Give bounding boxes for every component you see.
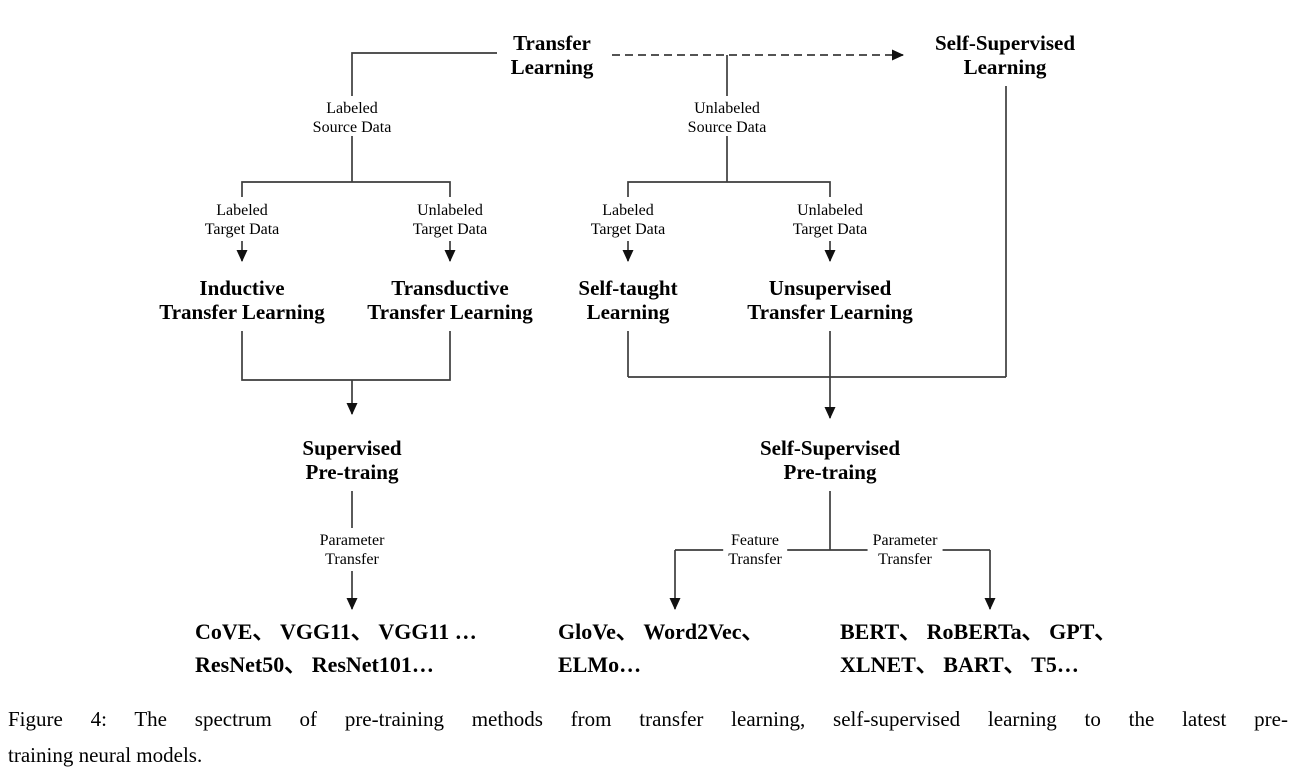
edge-left-merge-bar	[241, 331, 451, 381]
node-supervised-pretraining: Supervised Pre-traing	[302, 436, 402, 484]
node-self-taught-learning: Self-taught Learning	[578, 276, 678, 324]
node-self-supervised-pretraining: Self-Supervised Pre-traing	[759, 436, 901, 484]
label-labeled-target-data-left: Labeled Target Data	[204, 202, 280, 238]
model-list-feature-transfer: GloVe、 Word2Vec、 ELMo…	[558, 619, 764, 677]
model-list-supervised: CoVE、 VGG11、 VGG11 … ResNet50、 ResNet101…	[195, 619, 477, 677]
edge-transfer-to-labeled-source	[351, 52, 497, 96]
label-feature-transfer: Feature Transfer	[723, 531, 787, 569]
label-labeled-target-data-right: Labeled Target Data	[590, 202, 666, 238]
label-unlabeled-target-data-right: Unlabeled Target Data	[792, 202, 868, 238]
figure-caption: Figure 4: The spectrum of pre-training m…	[8, 701, 1288, 773]
node-transductive-transfer-learning: Transductive Transfer Learning	[367, 276, 533, 324]
label-parameter-transfer-left: Parameter Transfer	[319, 532, 385, 568]
model-list-parameter-transfer: BERT、 RoBERTa、 GPT、 XLNET、 BART、 T5…	[840, 619, 1117, 677]
label-unlabeled-target-data-left: Unlabeled Target Data	[412, 202, 488, 238]
edge-left-branch-bar	[241, 181, 451, 197]
node-unsupervised-transfer-learning: Unsupervised Transfer Learning	[747, 276, 913, 324]
caption-line-2: training neural models.	[8, 743, 203, 767]
edge-right-branch-bar	[627, 181, 831, 197]
node-self-supervised-learning: Self-Supervised Learning	[934, 31, 1076, 79]
caption-line-1: Figure 4: The spectrum of pre-training m…	[8, 707, 1288, 731]
label-unlabeled-source-data: Unlabeled Source Data	[687, 100, 767, 136]
node-inductive-transfer-learning: Inductive Transfer Learning	[159, 276, 325, 324]
node-transfer-learning: Transfer Learning	[510, 31, 594, 79]
label-labeled-source-data: Labeled Source Data	[312, 100, 392, 136]
label-parameter-transfer-right: Parameter Transfer	[867, 531, 943, 569]
